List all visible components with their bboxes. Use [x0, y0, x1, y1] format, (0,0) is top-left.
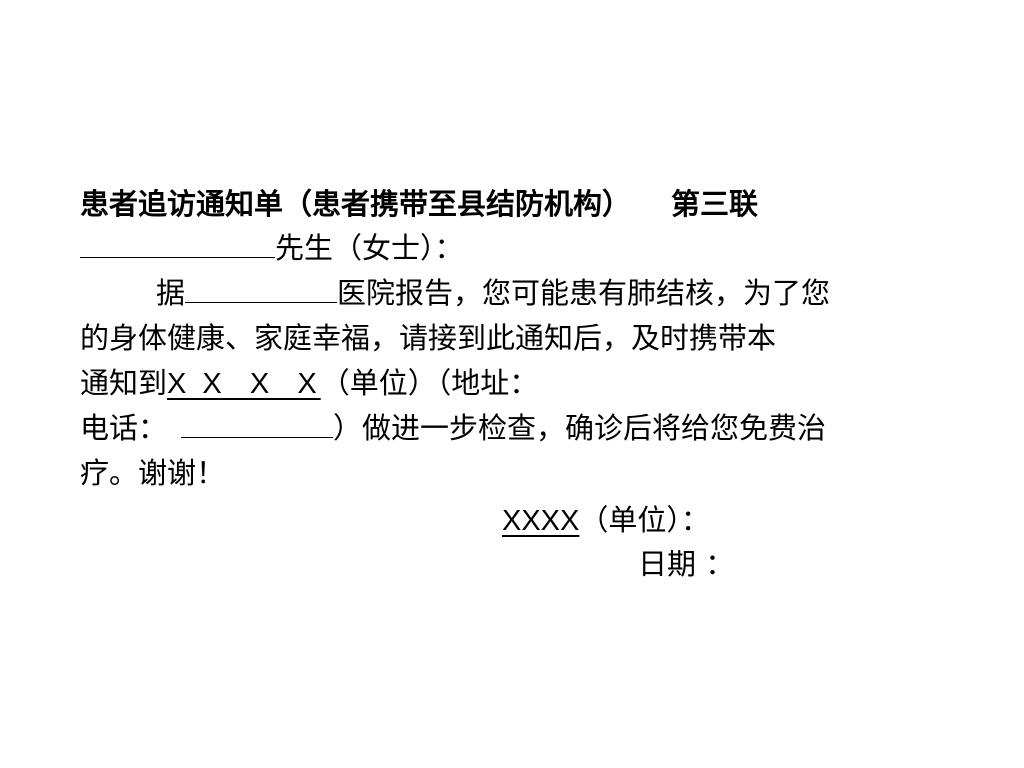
date-label: 日期 ： — [638, 547, 735, 581]
body-text-4b: ）做进一步检查，确诊后将给您免费治 — [333, 411, 827, 445]
body-text-1a: 据 — [156, 276, 186, 310]
notice-title-line: 患者追访通知单（患者携带至县结防机构） 第三联 — [80, 182, 758, 226]
salutation-suffix: 先生（女士）： — [275, 231, 464, 265]
body-line-4: 电话： ）做进一步检查，确诊后将给您免费治 — [80, 406, 826, 450]
body-text-3a: 通知到 — [80, 366, 168, 400]
copy-part-label: 第三联 — [671, 187, 759, 221]
phone-blank — [181, 413, 334, 438]
body-line-1: 据 医院报告，您可能患有肺结核，为了您 — [80, 271, 830, 315]
body-line-3: 通知到X X X X（单位）（地址： — [80, 361, 538, 405]
signature-code: XXXX — [502, 505, 580, 537]
body-text-1b: 医院报告，您可能患有肺结核，为了您 — [337, 276, 831, 310]
body-text-3b: （单位）（地址： — [320, 366, 539, 400]
body-text-4a: 电话： — [80, 411, 168, 445]
hospital-blank — [185, 278, 338, 303]
unit-code: X X X X — [167, 368, 321, 400]
body-text-5: 疗。谢谢！ — [80, 456, 226, 490]
signature-line: XXXX（单位）： — [502, 498, 710, 542]
notice-title: 患者追访通知单（患者携带至县结防机构） — [80, 187, 632, 221]
salutation-line: 先生（女士）： — [80, 226, 464, 270]
body-text-2: 的身体健康、家庭幸福，请接到此通知后，及时携带本 — [80, 321, 777, 355]
date-line: 日期 ： — [638, 542, 734, 586]
signature-suffix: （单位）： — [579, 503, 710, 537]
body-line-5: 疗。谢谢！ — [80, 451, 225, 495]
body-line-2: 的身体健康、家庭幸福，请接到此通知后，及时携带本 — [80, 316, 776, 360]
name-blank — [80, 233, 275, 258]
